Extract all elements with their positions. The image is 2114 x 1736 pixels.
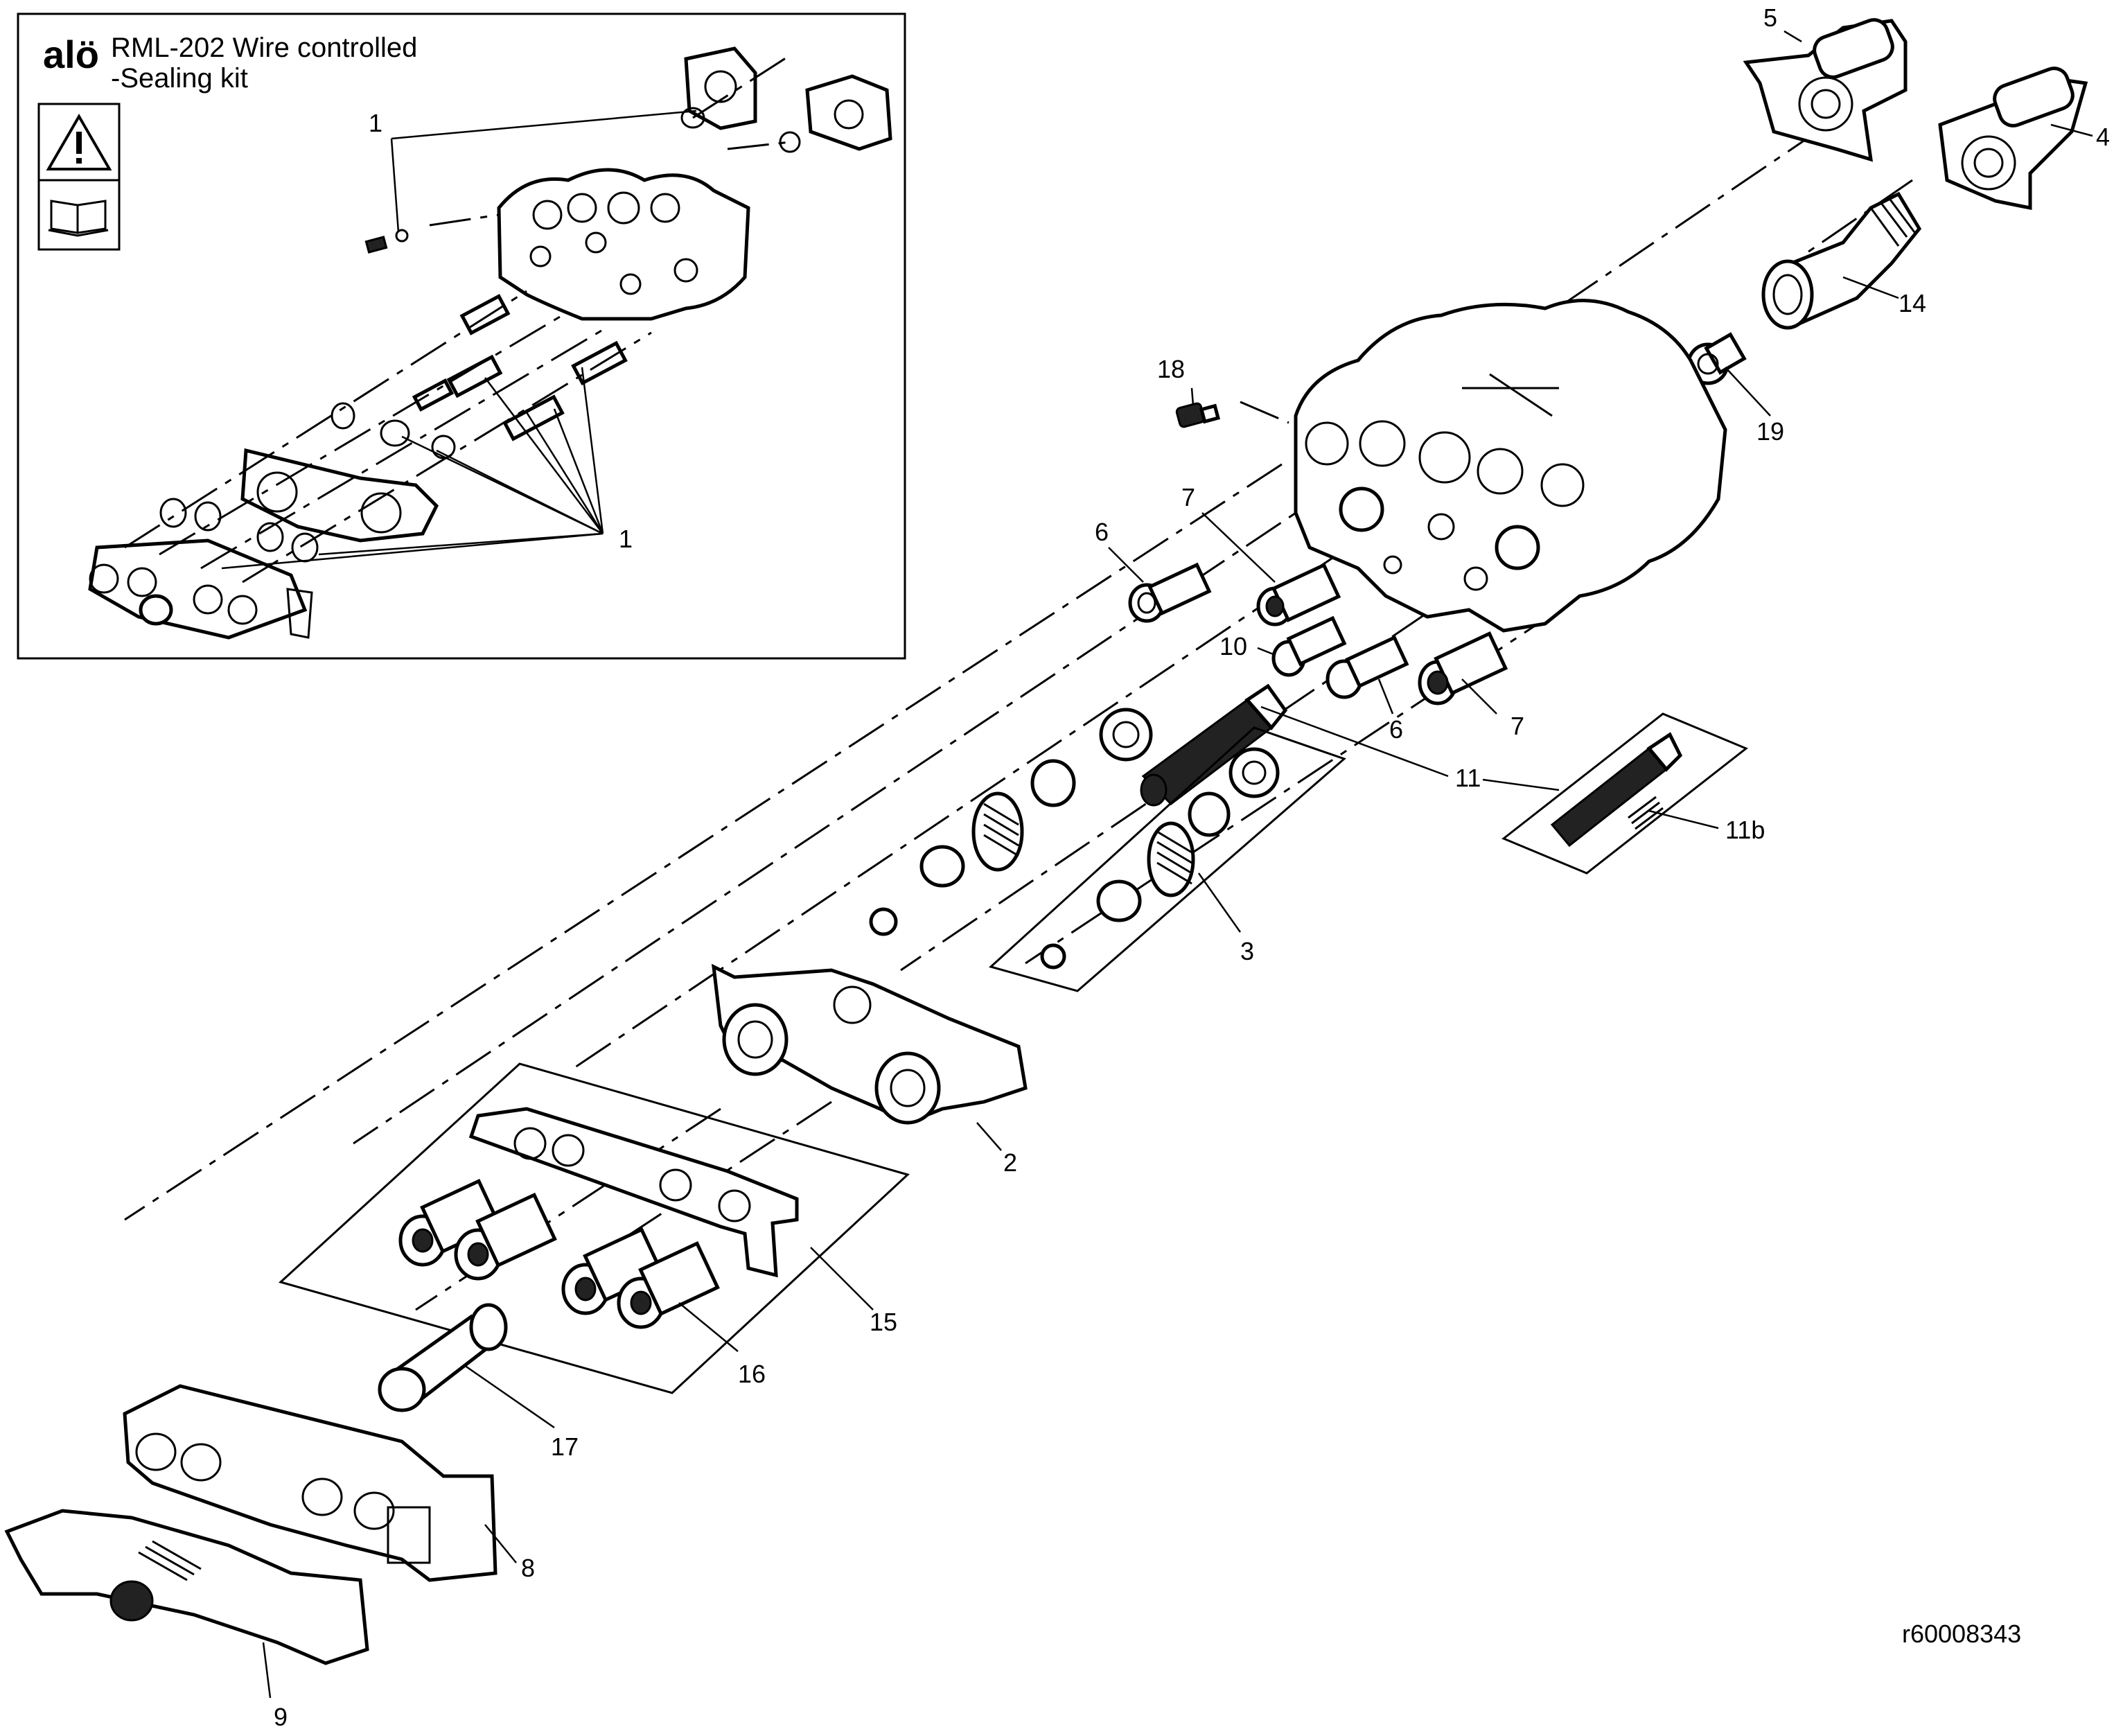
kit-title-line2: -Sealing kit [111, 63, 248, 94]
kit-screw [364, 236, 388, 254]
main-callout-leaders [262, 30, 2093, 1699]
callout-3: 3 [1240, 937, 1254, 965]
sealing-kit-inset: alö RML-202 Wire controlled -Sealing kit [17, 12, 906, 660]
brand-logo: alö [43, 33, 99, 76]
kit-callout-1-top: 1 [369, 109, 382, 137]
part-5-end-cap [1743, 18, 1908, 162]
part-18-screw [1175, 402, 1221, 428]
part-16-couplers [398, 1178, 720, 1329]
part-4-end-cap [1938, 67, 2088, 211]
part-6-check-valve-left [1128, 562, 1212, 623]
callout-11: 11 [1455, 764, 1481, 792]
kit-valve-block [497, 168, 750, 321]
main-valve-body [1294, 299, 1727, 633]
manual-icon [37, 179, 121, 251]
svg-text:alö: alö [43, 33, 99, 76]
callout-9: 9 [274, 1703, 288, 1731]
part-14-adapter [1761, 191, 1922, 330]
callout-8: 8 [521, 1554, 535, 1582]
callout-5: 5 [1763, 3, 1777, 32]
kit-cap-4 [805, 74, 892, 151]
kit-title-line1: RML-202 Wire controlled [111, 33, 417, 63]
callout-7-upper: 7 [1181, 483, 1195, 511]
part-3-spring-kit [988, 726, 1346, 992]
main-callouts: 5 4 14 19 18 6 7 10 6 7 11 11b 3 2 15 16… [274, 3, 2110, 1731]
drawing-reference: r60008343 [1902, 1620, 2021, 1648]
part-6-check-valve-right [1325, 635, 1409, 699]
callout-18: 18 [1157, 355, 1185, 383]
callout-14: 14 [1899, 289, 1926, 317]
callout-6-left: 6 [1095, 518, 1109, 546]
part-15-seal-plate-group [278, 1062, 910, 1394]
warning-icon [37, 103, 121, 182]
callout-17: 17 [551, 1432, 579, 1461]
callout-15: 15 [870, 1308, 897, 1336]
part-8-cover [123, 1384, 497, 1582]
callout-6-right: 6 [1389, 715, 1403, 744]
kit-callout-leaders [221, 109, 697, 570]
part-11b-spool-kit [1501, 712, 1748, 875]
callout-10: 10 [1219, 632, 1247, 660]
callout-2: 2 [1003, 1148, 1017, 1177]
callout-16: 16 [738, 1360, 766, 1388]
part-7-cartridge-upper [1256, 563, 1341, 626]
kit-spool-housing [240, 448, 439, 543]
callout-11b: 11b [1725, 816, 1765, 844]
callout-7-lower: 7 [1510, 712, 1524, 740]
spring-assembly-upper [869, 708, 1153, 936]
kit-callout-1-bottom: 1 [619, 525, 633, 553]
part-10-valve-insert [1271, 615, 1347, 677]
part-7-cartridge-lower [1418, 631, 1508, 705]
kit-orings [159, 107, 801, 563]
part-2-spool-housing [711, 963, 1028, 1125]
part-11-spool [1140, 683, 1288, 807]
callout-4: 4 [2096, 123, 2110, 151]
part-17-plug [378, 1303, 508, 1412]
callout-19: 19 [1756, 417, 1784, 446]
part-9-cover [4, 1509, 369, 1665]
